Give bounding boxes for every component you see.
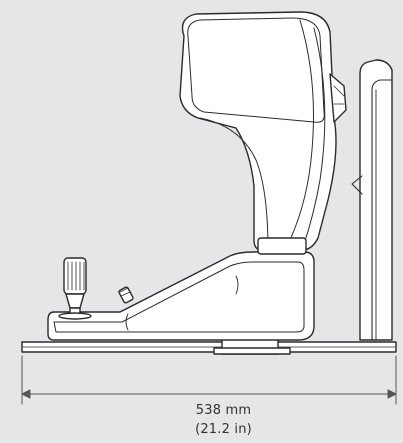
measuring-head [179, 11, 337, 255]
joystick [58, 257, 92, 320]
chinrest-column [351, 59, 393, 341]
dimension-metric-label: 538 mm [195, 403, 252, 418]
instrument-base-tray [47, 251, 315, 341]
lens-housing [329, 73, 347, 123]
width-dimension-line [21, 355, 397, 405]
base-plate [21, 341, 397, 353]
dimension-imperial-label: (21.2 in) [195, 422, 252, 437]
adjustment-knob [118, 286, 134, 304]
